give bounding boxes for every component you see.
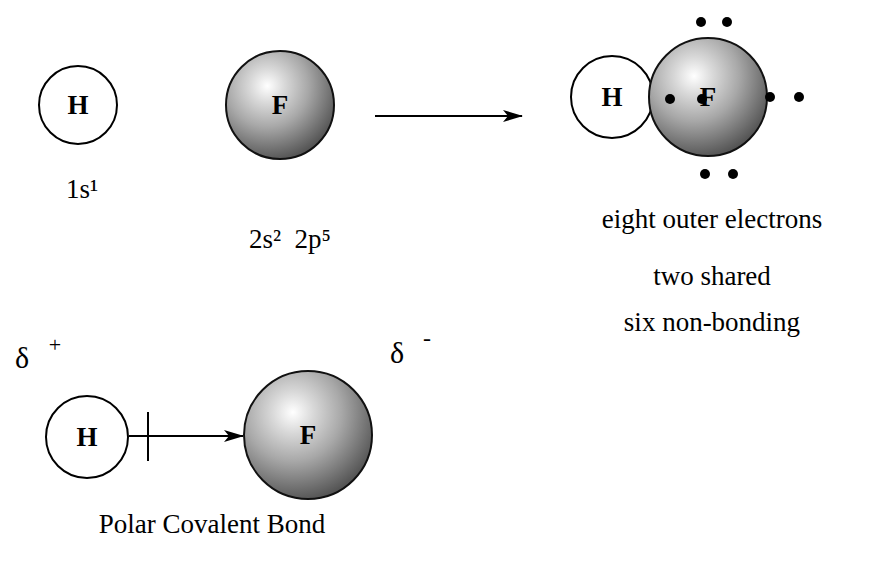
electron-dot xyxy=(728,169,738,179)
electron-configuration: 1s¹ xyxy=(66,175,98,205)
element-symbol: H xyxy=(76,424,97,451)
electron-configuration: 2s² 2p⁵ xyxy=(249,225,331,255)
fluorine-atom: F xyxy=(225,50,335,160)
electron-dot xyxy=(722,17,732,27)
partial-charge: δ xyxy=(390,336,404,369)
fluorine-atom: F xyxy=(648,37,768,157)
reaction-arrow xyxy=(375,116,522,117)
partial-charge: δ xyxy=(15,341,29,374)
partial-charge-sign: - xyxy=(423,325,431,351)
electron-dot xyxy=(765,92,775,102)
element-symbol: H xyxy=(601,84,622,111)
element-symbol: H xyxy=(67,92,88,119)
electron-dot xyxy=(700,169,710,179)
dipole-cross xyxy=(147,412,149,461)
arrow-shaft xyxy=(129,435,243,437)
element-symbol: F xyxy=(700,84,717,111)
hydrogen-atom: H xyxy=(45,395,129,479)
electron-dot xyxy=(665,94,675,104)
arrow-shaft xyxy=(375,115,522,117)
caption-text: Polar Covalent Bond xyxy=(99,510,325,540)
note-text: six non-bonding xyxy=(624,308,800,338)
electron-dot xyxy=(696,17,706,27)
note-text: two shared xyxy=(653,262,771,292)
element-symbol: F xyxy=(300,422,317,449)
hydrogen-atom: H xyxy=(38,65,118,145)
element-symbol: F xyxy=(272,92,289,119)
partial-charge-sign: + xyxy=(49,333,61,357)
note-text: eight outer electrons xyxy=(602,205,822,235)
hydrogen-atom: H xyxy=(570,55,654,139)
fluorine-atom: F xyxy=(243,370,373,500)
electron-dot xyxy=(794,92,804,102)
dipole-arrow xyxy=(129,412,243,461)
